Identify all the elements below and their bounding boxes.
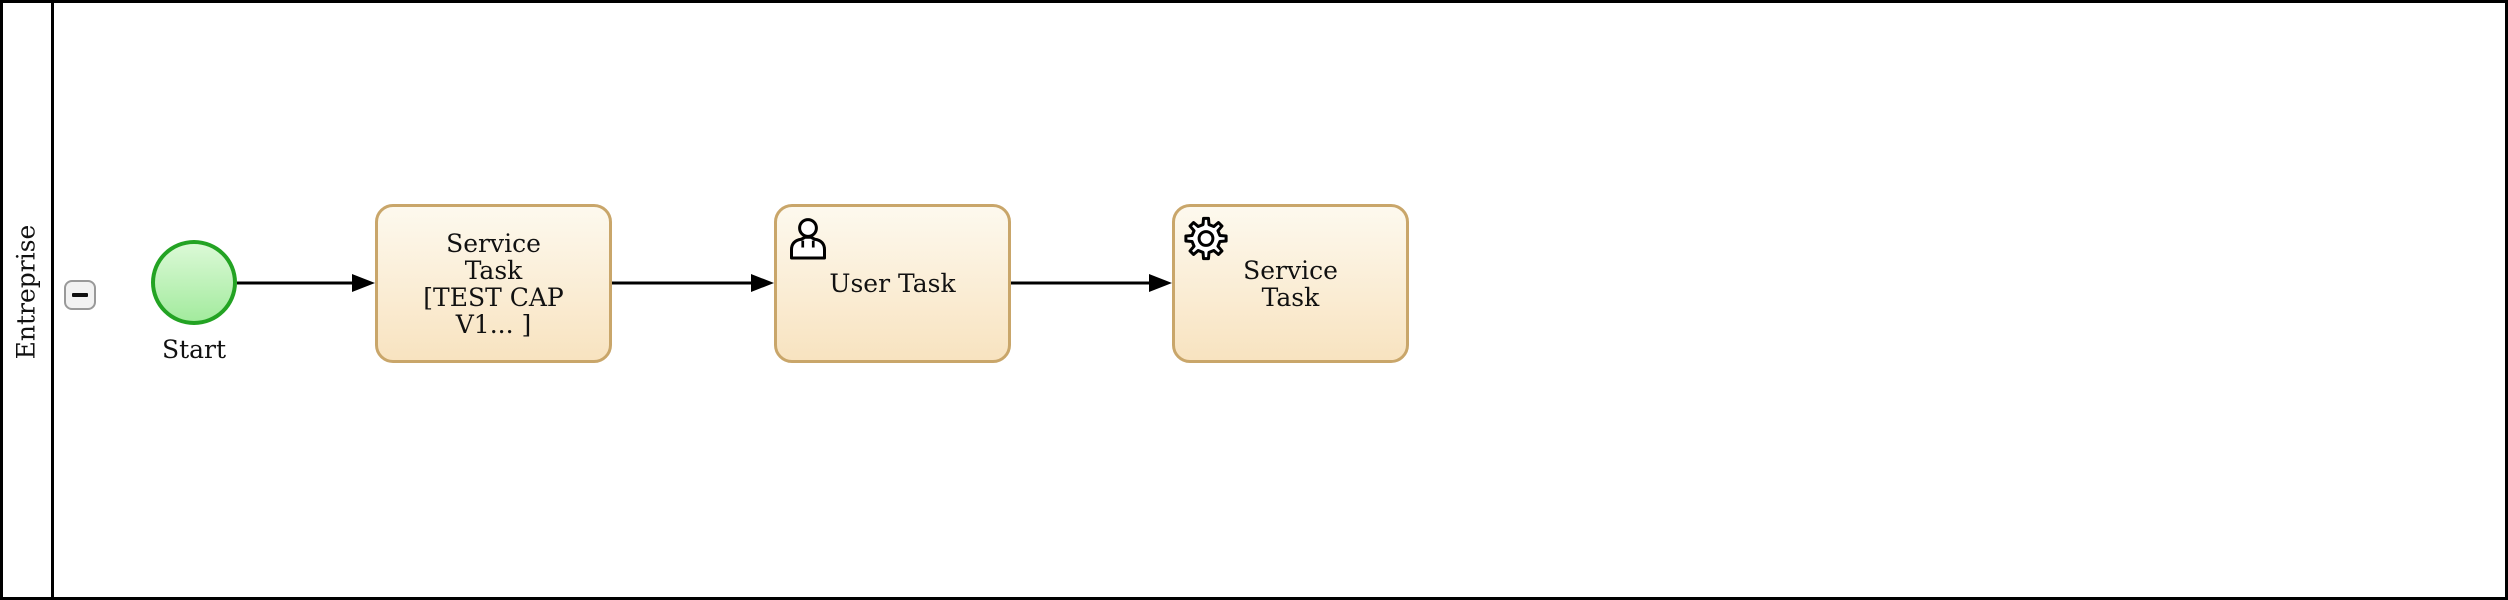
sequence-flow-1[interactable]: [237, 274, 375, 292]
collapse-pool-button[interactable]: [64, 280, 96, 310]
task-label: User Task: [829, 269, 956, 298]
task-label: Service Task [TEST CAP V1... ]: [423, 228, 564, 339]
gear-icon: [1184, 216, 1228, 261]
arrowhead-icon: [751, 274, 774, 292]
start-event[interactable]: [151, 240, 237, 325]
sequence-flow-2[interactable]: [612, 274, 774, 292]
task-user[interactable]: User Task: [774, 204, 1011, 363]
start-event-label: Start: [161, 335, 227, 364]
sequence-flow-3[interactable]: [1011, 274, 1172, 292]
arrowhead-icon: [1149, 274, 1172, 292]
sequence-flows-layer: [237, 274, 1172, 292]
task-label: Service Task: [1243, 255, 1338, 312]
minus-icon: [72, 293, 88, 297]
lane-separator-line: [51, 3, 54, 597]
task-service-1[interactable]: Service Task [TEST CAP V1... ]: [375, 204, 612, 363]
user-icon: [790, 218, 826, 260]
pool-lane-strip: [3, 3, 51, 597]
task-service-2[interactable]: Service Task: [1172, 204, 1409, 363]
arrowhead-icon: [352, 274, 375, 292]
